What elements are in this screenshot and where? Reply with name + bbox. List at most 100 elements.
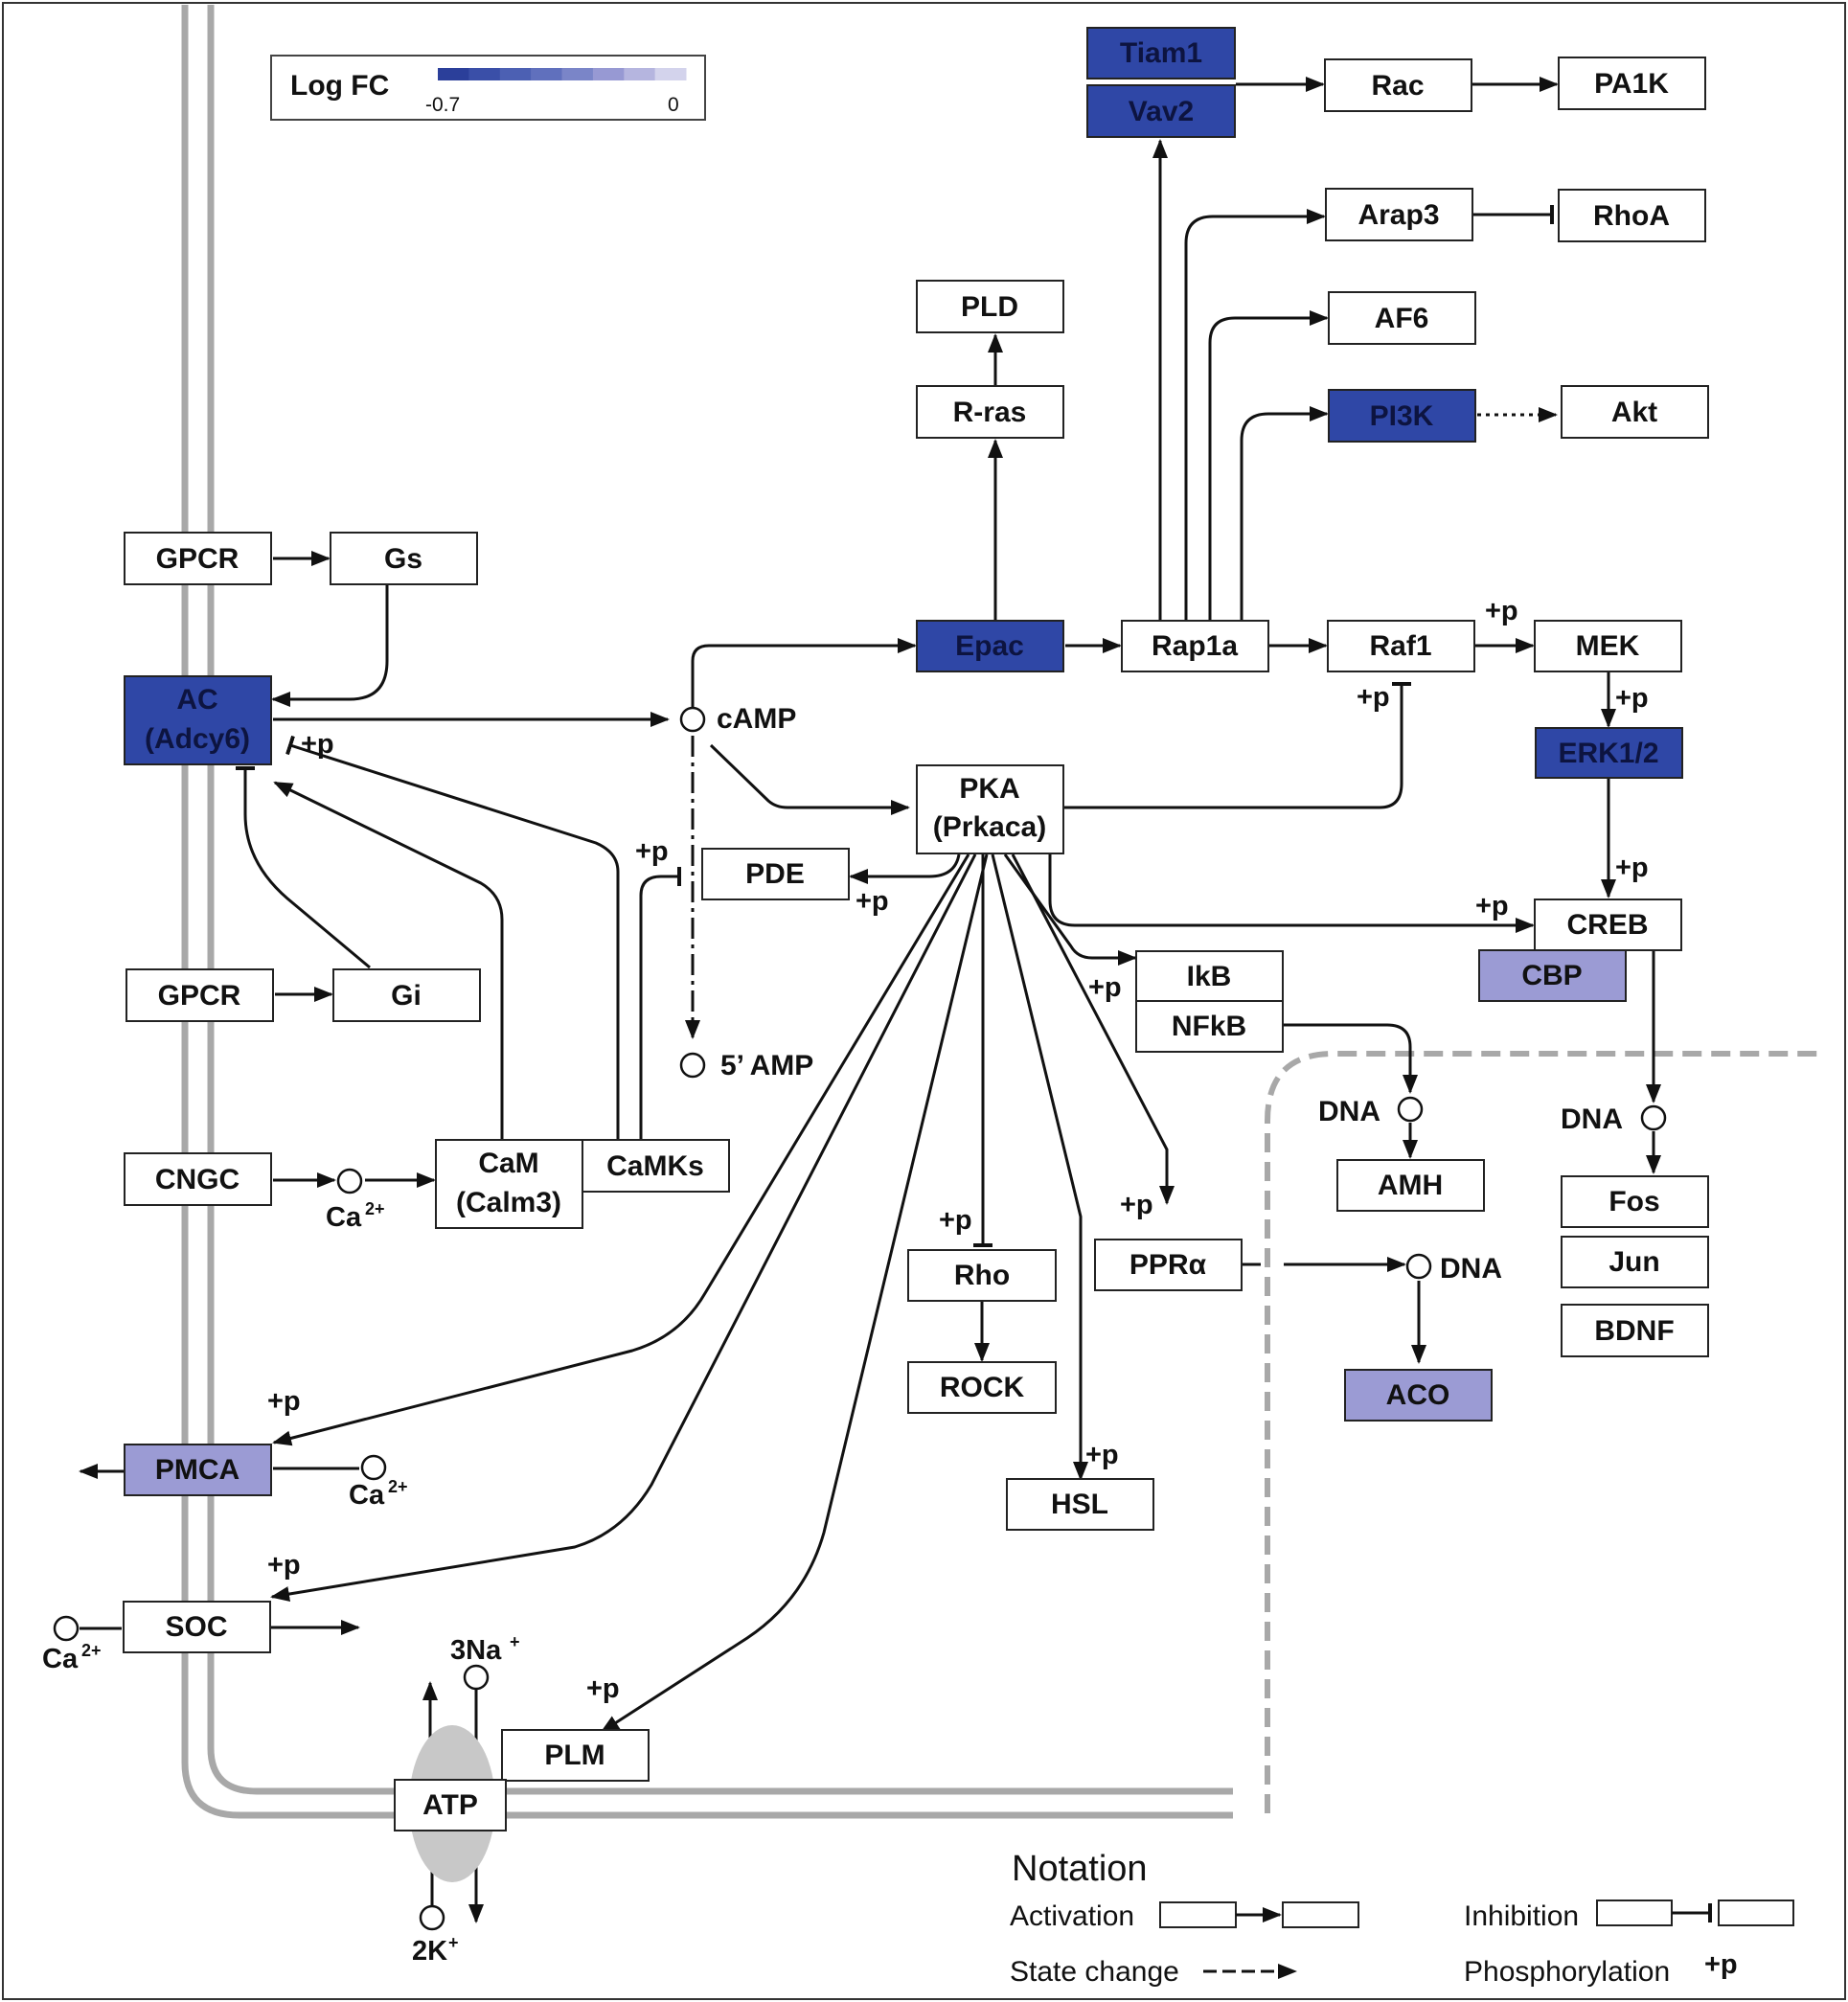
edge-camks-ac <box>285 735 620 1140</box>
node-atp[interactable] <box>394 1779 507 1831</box>
phospho-pka-soc: +p <box>267 1550 301 1581</box>
node-rock[interactable] <box>907 1361 1057 1414</box>
node-pld[interactable] <box>916 280 1064 333</box>
node-pa1k[interactable] <box>1558 57 1706 110</box>
node-rhoa[interactable] <box>1558 189 1706 242</box>
node-vav2[interactable] <box>1086 84 1236 138</box>
node-pmca-label: PMCA <box>155 1454 240 1486</box>
node-camp-label: cAMP <box>717 703 796 735</box>
node-epac-label: Epac <box>955 630 1024 662</box>
node-rras[interactable] <box>916 385 1064 439</box>
notation-phosphorylation: Phosphorylation <box>1464 1956 1670 1988</box>
legend-min-label: -0.7 <box>425 94 460 116</box>
node-hsl[interactable] <box>1006 1478 1154 1531</box>
node-hsl-label: HSL <box>1051 1489 1108 1520</box>
node-dna-2-circle[interactable] <box>1640 1104 1667 1131</box>
node-rras-label: R-ras <box>953 397 1027 428</box>
node-creb[interactable] <box>1534 899 1682 951</box>
ca-label-soc: Ca <box>42 1644 79 1674</box>
ca-label-cngc: Ca <box>326 1202 362 1233</box>
node-amh[interactable] <box>1336 1159 1485 1212</box>
node-ac[interactable] <box>124 675 272 765</box>
ca-node-cngc <box>336 1168 363 1194</box>
node-dna-3-label: DNA <box>1440 1253 1502 1285</box>
node-akt[interactable] <box>1561 385 1709 439</box>
phospho-pka-creb: +p <box>1475 891 1509 921</box>
node-fos[interactable] <box>1561 1175 1709 1228</box>
node-nfkb[interactable] <box>1135 1000 1284 1053</box>
node-bdnf-label: BDNF <box>1594 1315 1674 1347</box>
node-rac[interactable] <box>1324 58 1472 112</box>
cell-membrane-inner <box>207 5 1233 1795</box>
node-camks[interactable] <box>582 1139 730 1193</box>
node-cam[interactable] <box>435 1139 583 1229</box>
node-rho[interactable] <box>907 1249 1057 1302</box>
node-dna-3-circle[interactable] <box>1405 1253 1432 1280</box>
edge-pka-pde <box>849 853 961 884</box>
node-tiam1[interactable] <box>1086 27 1236 80</box>
node-cngc-label: CNGC <box>155 1164 240 1195</box>
legend-max-label: 0 <box>668 94 679 116</box>
edge-pka-soc <box>270 853 977 1602</box>
phospho-camks-pde: +p <box>635 836 669 867</box>
node-camp-circle[interactable] <box>679 706 706 733</box>
node-bdnf[interactable] <box>1561 1304 1709 1357</box>
node-rac-label: Rac <box>1371 70 1424 102</box>
edge-pka-ppra <box>1011 853 1175 1205</box>
node-jun[interactable] <box>1561 1236 1709 1288</box>
node-gpcr-2[interactable] <box>125 968 274 1022</box>
legend-color-scale <box>438 68 687 80</box>
node-gpcr-1[interactable] <box>124 532 272 585</box>
node-erk-label: ERK1/2 <box>1558 738 1658 769</box>
notation-inhibition-box-2 <box>1718 1900 1794 1926</box>
node-amp-circle[interactable] <box>679 1052 706 1079</box>
node-pi3k[interactable] <box>1328 389 1476 443</box>
phospho-pka-hsl: +p <box>1085 1440 1119 1470</box>
edge-camks-pde <box>639 867 681 1140</box>
edge-rap1a-af6 <box>1208 310 1329 621</box>
node-cam-label-1: CaM <box>478 1148 538 1179</box>
node-arap3-label: Arap3 <box>1357 199 1439 231</box>
cell-membrane-outer <box>181 5 1233 1819</box>
phospho-pka-ikb: +p <box>1088 972 1122 1003</box>
node-mek[interactable] <box>1534 620 1682 672</box>
notation-activation: Activation <box>1010 1900 1134 1932</box>
ca-sup-cngc: 2+ <box>365 1199 385 1218</box>
node-raf1-label: Raf1 <box>1369 630 1431 662</box>
node-ppra-label: PPRα <box>1129 1249 1207 1281</box>
node-soc[interactable] <box>123 1601 271 1653</box>
node-plm[interactable] <box>501 1729 650 1782</box>
node-pde[interactable] <box>701 848 850 900</box>
ca-sup-pmca: 2+ <box>388 1477 408 1496</box>
edge-rap1a-pi3k <box>1240 406 1329 621</box>
legend-swatch <box>654 68 687 80</box>
node-gi[interactable] <box>332 968 481 1022</box>
node-pmca[interactable] <box>124 1444 272 1496</box>
legend-swatch <box>499 68 532 80</box>
node-aco-label: ACO <box>1386 1379 1450 1411</box>
node-af6[interactable] <box>1328 291 1476 345</box>
node-cbp[interactable] <box>1478 949 1627 1002</box>
notation-activation-box-2 <box>1282 1901 1359 1928</box>
node-mek-label: MEK <box>1576 630 1640 662</box>
edge-pka-hsl <box>991 853 1088 1481</box>
edge-cam-ac <box>273 781 504 1140</box>
node-arap3[interactable] <box>1325 188 1473 241</box>
node-erk[interactable] <box>1535 727 1683 779</box>
node-epac[interactable] <box>916 620 1064 672</box>
node-aco[interactable] <box>1344 1369 1493 1422</box>
node-tiam1-label: Tiam1 <box>1120 37 1202 69</box>
node-cngc[interactable] <box>124 1152 272 1206</box>
phospho-pka-rho: +p <box>939 1205 972 1236</box>
node-raf1[interactable] <box>1327 620 1475 672</box>
node-rap1a[interactable] <box>1121 620 1269 672</box>
node-ppra[interactable] <box>1094 1239 1243 1291</box>
node-rap1a-label: Rap1a <box>1152 630 1238 662</box>
phosphorylation-labels: +p +p +p +p +p +p +p +p +p +p +p +p +p +… <box>267 596 1649 1704</box>
node-jun-label: Jun <box>1608 1246 1659 1278</box>
edge-camp-epac <box>691 638 917 709</box>
ca-node-pmca <box>360 1454 387 1481</box>
node-dna-1-circle[interactable] <box>1397 1096 1424 1123</box>
node-pka[interactable] <box>916 764 1064 854</box>
node-gs[interactable] <box>330 532 478 585</box>
